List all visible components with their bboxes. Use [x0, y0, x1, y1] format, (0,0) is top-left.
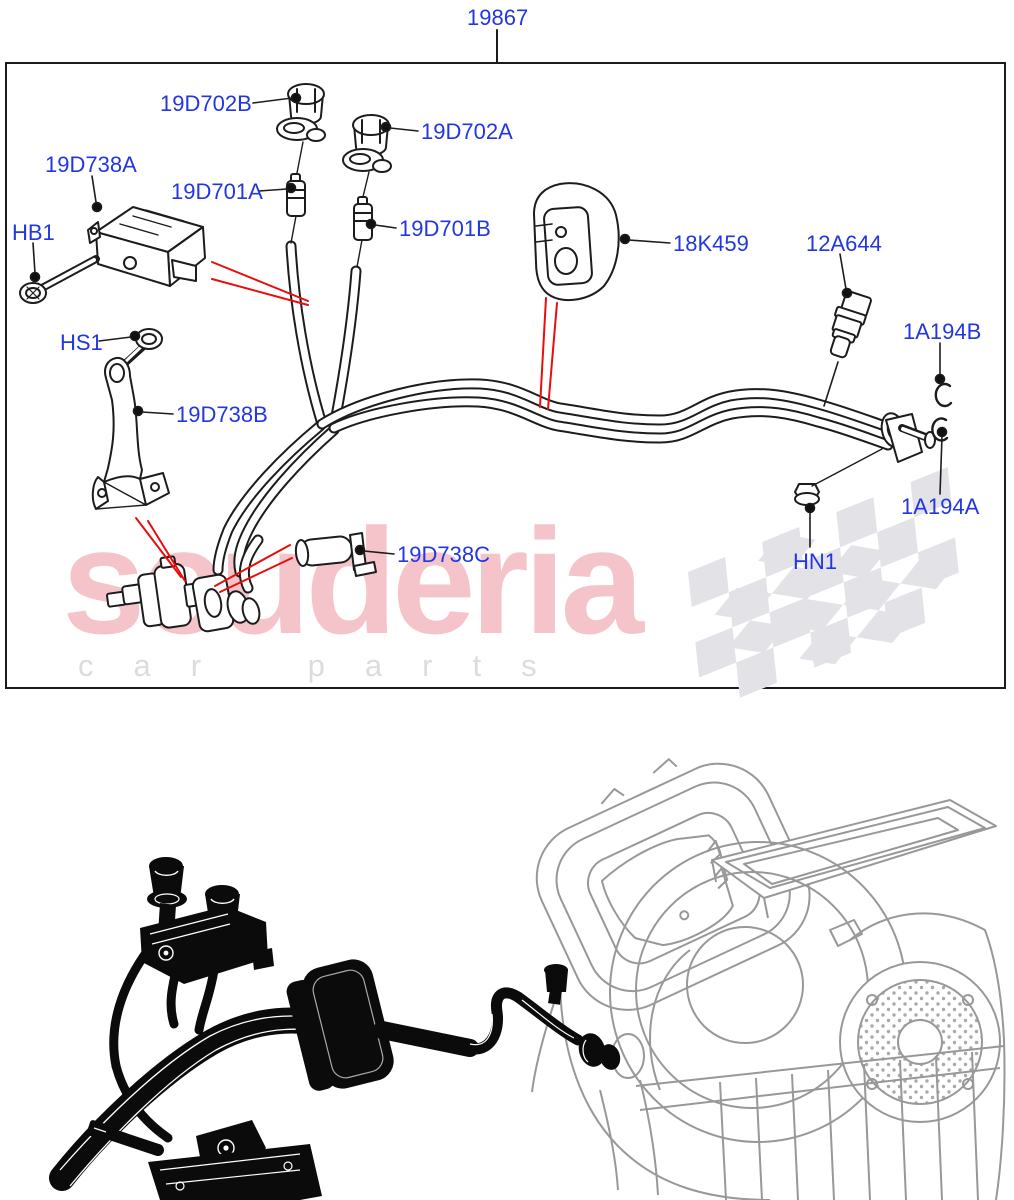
- part-callout-19D738B: 19D738B: [176, 402, 268, 427]
- part-callout-19D702A: 19D702A: [421, 119, 513, 144]
- part-callout-19D701A: 19D701A: [171, 179, 263, 204]
- part-callout-19D738A: 19D738A: [45, 152, 137, 177]
- part-callout-12A644: 12A644: [806, 231, 882, 256]
- part-callout-HB1: HB1: [12, 220, 55, 245]
- part-callout-19D701B: 19D701B: [399, 216, 491, 241]
- heater-unit-illustration: [531, 758, 1006, 1200]
- assembly-callout-19867: 19867: [467, 5, 529, 30]
- part-callout-1A194A: 1A194A: [901, 494, 980, 519]
- watermark-subtitle: car parts: [78, 648, 577, 683]
- part-callout-1A194B: 1A194B: [903, 319, 982, 344]
- part-callout-18K459: 18K459: [673, 231, 749, 256]
- watermark-brand: scuderia: [62, 497, 644, 665]
- part-callout-19D738C: 19D738C: [397, 542, 490, 567]
- ac-pipes-photo-assembly: [49, 856, 621, 1200]
- part-callout-HN1: HN1: [793, 549, 838, 574]
- part-callout-19D702B: 19D702B: [160, 91, 252, 116]
- part-callout-HS1: HS1: [60, 330, 103, 355]
